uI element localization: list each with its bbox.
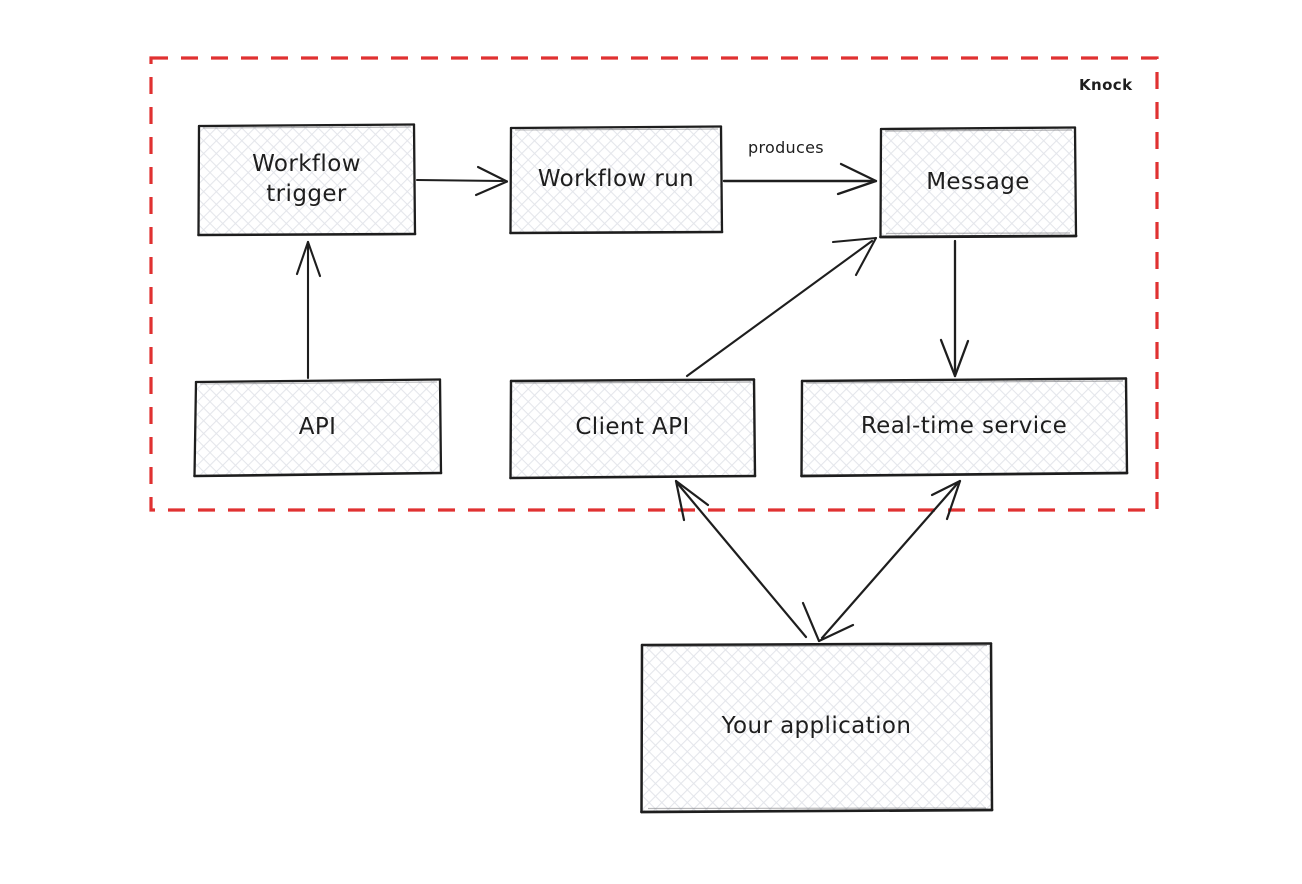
node-box-workflow-trigger[interactable] bbox=[197, 123, 417, 237]
edge-message-to-realtime bbox=[939, 239, 970, 378]
node-box-api[interactable] bbox=[193, 378, 443, 478]
edge-app-to-clientapi bbox=[674, 479, 808, 639]
node-box-realtime-service[interactable] bbox=[800, 377, 1129, 478]
node-box-workflow-run[interactable] bbox=[509, 125, 724, 235]
edge-trigger-to-run bbox=[415, 165, 509, 197]
node-box-your-application[interactable] bbox=[640, 642, 994, 814]
node-box-client-api[interactable] bbox=[509, 378, 757, 480]
knock-boundary-label: Knock bbox=[1079, 76, 1133, 94]
node-box-message[interactable] bbox=[879, 126, 1078, 239]
edge-app-realtime-both bbox=[801, 479, 962, 643]
edge-run-to-message bbox=[722, 162, 878, 196]
knock-boundary-box bbox=[149, 56, 1159, 512]
edge-clientapi-to-message bbox=[685, 236, 878, 378]
edge-api-to-trigger bbox=[295, 240, 322, 380]
edge-label-produces: produces bbox=[748, 138, 824, 157]
